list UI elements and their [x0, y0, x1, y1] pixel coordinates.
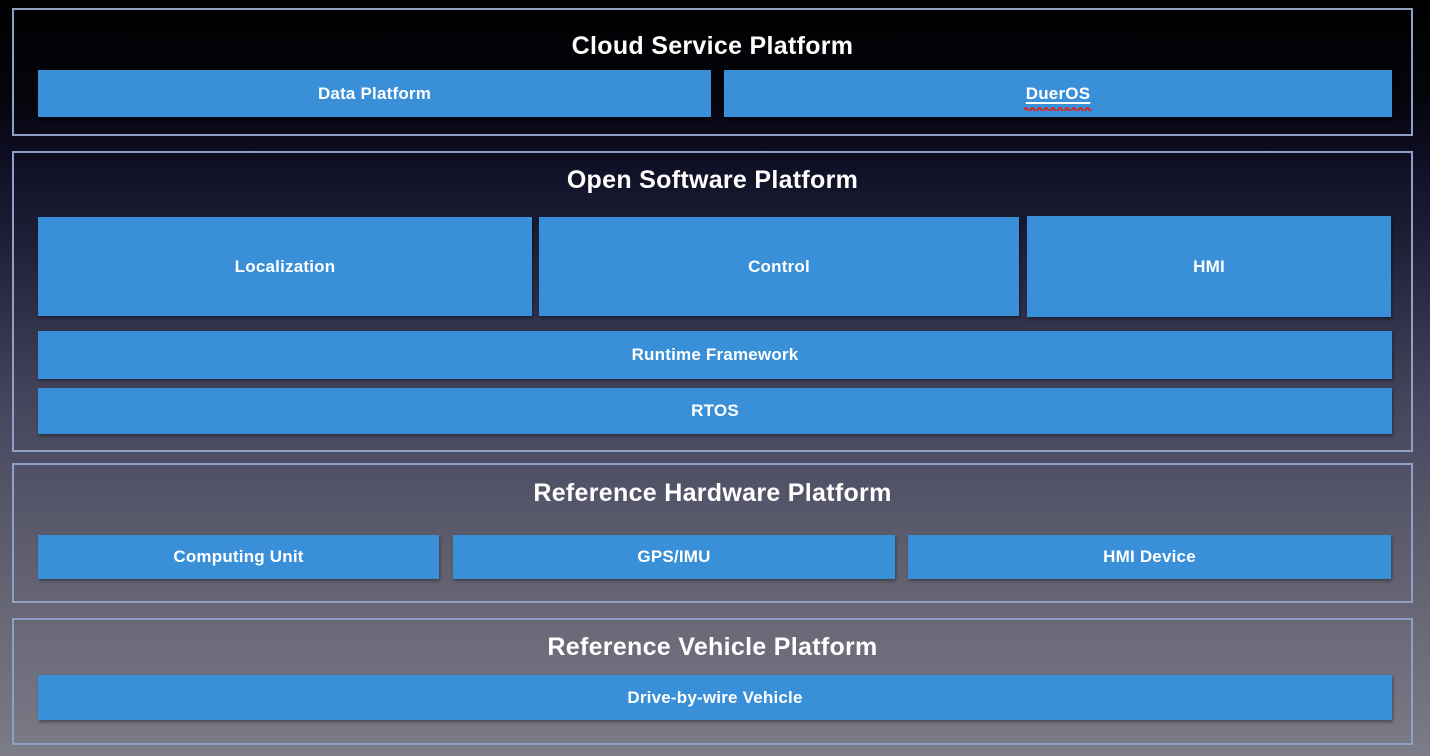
gps-imu-label: GPS/IMU [637, 547, 711, 566]
dueros-label-wrap: DuerOS [1023, 83, 1093, 111]
computing-unit-box: Computing Unit [38, 535, 439, 579]
drive-by-wire-vehicle-label: Drive-by-wire Vehicle [627, 687, 803, 707]
data-platform-box: Data Platform [38, 70, 711, 117]
control-label: Control [748, 256, 810, 276]
reference-hardware-platform-title: Reference Hardware Platform [533, 479, 892, 507]
open-software-platform-section: Open Software Platform Localization Cont… [12, 151, 1413, 452]
runtime-framework-label: Runtime Framework [631, 345, 799, 364]
runtime-framework-box: Runtime Framework [38, 331, 1392, 379]
cloud-service-platform-title: Cloud Service Platform [571, 32, 854, 60]
localization-label: Localization [234, 256, 336, 276]
reference-vehicle-platform-section: Reference Vehicle Platform Drive-by-wire… [12, 618, 1413, 745]
hmi-box: HMI [1027, 216, 1391, 317]
gps-imu-box: GPS/IMU [453, 535, 895, 579]
reference-hardware-platform-section: Reference Hardware Platform Computing Un… [12, 463, 1413, 603]
rtos-box: RTOS [38, 388, 1392, 434]
reference-vehicle-platform-title: Reference Vehicle Platform [547, 633, 878, 661]
spellcheck-squiggle-icon [1023, 106, 1093, 111]
localization-box: Localization [38, 217, 532, 316]
hmi-device-label: HMI Device [1103, 547, 1196, 566]
dueros-box: DuerOS [724, 70, 1392, 117]
hmi-label: HMI [1193, 256, 1225, 276]
open-software-platform-title: Open Software Platform [566, 166, 859, 194]
rtos-label: RTOS [691, 401, 739, 420]
dueros-label: DuerOS [1025, 83, 1091, 103]
cloud-service-platform-section: Cloud Service Platform Data Platform Due… [12, 8, 1413, 136]
data-platform-label: Data Platform [317, 83, 432, 103]
drive-by-wire-vehicle-box: Drive-by-wire Vehicle [38, 675, 1392, 720]
control-box: Control [539, 217, 1019, 316]
computing-unit-label: Computing Unit [173, 547, 304, 566]
hmi-device-box: HMI Device [908, 535, 1391, 579]
